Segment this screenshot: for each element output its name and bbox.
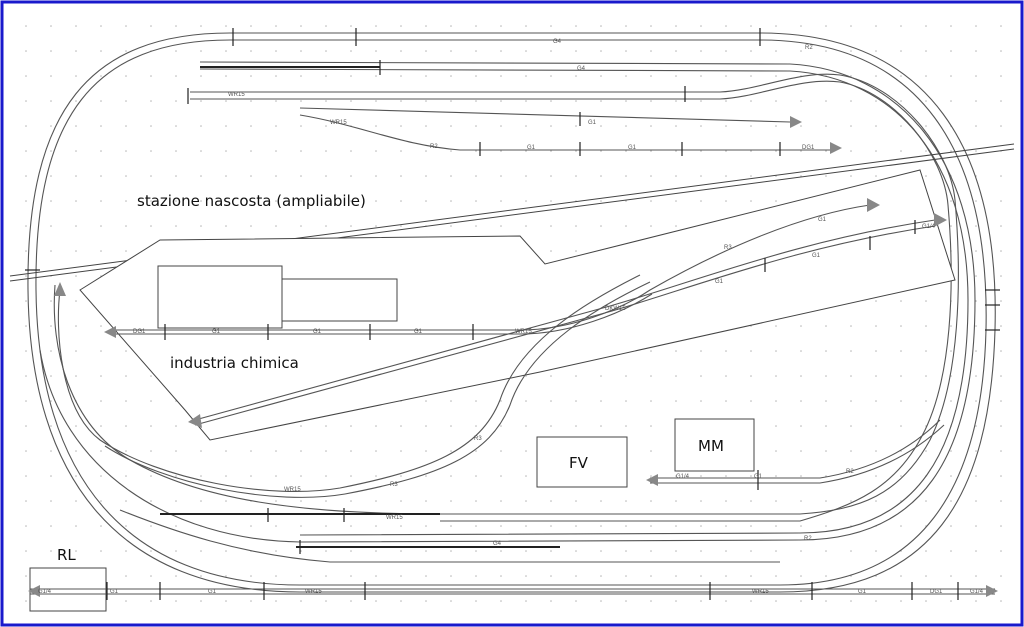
piece-label: G1 [754,474,763,480]
central-tracks [57,204,945,498]
s-curve-1 [57,274,641,493]
siding-top [299,114,830,151]
outer-loop-4 [199,68,969,536]
piece-label: G1 [313,329,322,335]
bottom-tracks [30,509,995,595]
chemical-industry-label: industria chimica [170,354,299,372]
piece-label: WR15 [386,515,403,521]
piece-label: DKW15 [605,306,626,312]
piece-label: G1 [588,120,597,126]
arrow-s-curve-top [54,282,66,296]
track-ticks [25,28,1000,600]
piece-label: R3 [724,245,732,251]
piece-label: G1 [212,329,221,335]
piece-label: G1 [414,329,423,335]
piece-label: G1 [858,589,867,595]
piece-label: WR15 [752,589,769,595]
arrow-bottom-left [28,585,40,597]
piece-label: WR15 [228,92,245,98]
track-end-arrows [28,116,998,597]
siding-top-2 [299,107,791,123]
piece-label: R2 [804,536,812,542]
mm-building [674,418,755,472]
piece-label: G1 [812,253,821,259]
piece-label: G1 [818,217,827,223]
arrow-mm-left [646,474,658,486]
arrow-industry-left [104,326,116,338]
piece-label: R2 [846,469,854,475]
piece-label: WR15 [330,120,347,126]
hidden-station-label: stazione nascosta (ampliabile) [137,192,366,210]
crossing-track-a [194,219,936,421]
piece-label: G1 [715,279,724,285]
piece-label: WR15 [305,589,322,595]
outer-loop-2 [35,39,987,586]
piece-label: G1/4 [38,589,52,595]
piece-label: G1 [110,589,119,595]
chemical-building-2 [281,278,398,322]
outer-loop-3 [39,61,976,543]
arrow-crossing-left [188,414,202,428]
piece-label: DG1 [930,589,943,595]
piece-label: DG1 [133,329,146,335]
arrow-bottom-right [986,585,998,597]
piece-label: G1 [208,589,217,595]
piece-label: G1/4 [922,224,936,230]
bold-segments [160,66,560,548]
outer-loop-1 [27,32,996,593]
mm-label: MM [698,437,724,455]
fv-label: FV [569,454,589,472]
rl-label: RL [57,546,76,564]
piece-label: WR15 [284,487,301,493]
piece-label: WR15 [515,329,532,335]
piece-label: G4 [493,541,502,547]
piece-label: R3 [474,436,482,442]
piece-label: G4 [553,39,562,45]
industry-track [110,204,871,331]
outer-loop-tracks [27,32,996,593]
fv-building [536,436,628,488]
piece-label: R2 [430,144,438,150]
structures [29,169,956,612]
arrow-top-right-2 [830,142,842,154]
industry-track-2 [110,293,653,335]
arrow-crossing-right [934,213,947,227]
arrow-top-right-1 [790,116,802,128]
mm-siding [650,419,941,479]
piece-label: R2 [805,45,813,51]
crossing-track-b [194,225,936,426]
arrow-industry-right [867,198,880,212]
piece-label: G1/4 [676,474,690,480]
inner-loop-2 [190,80,952,522]
mm-siding-2 [650,424,945,484]
chemical-building-1 [157,265,283,329]
piece-label: R3 [390,482,398,488]
s-curve-2 [104,281,651,498]
piece-label: G4 [577,66,586,72]
piece-label: G1/4 [970,589,984,595]
piece-label: G1 [628,145,637,151]
piece-labels: G4 R2 G4 WR15 WR15 R2 G1 G1 G1 DG1 DG1 G… [38,39,984,595]
piece-label: G1 [527,145,536,151]
piece-label: DG1 [802,145,815,151]
